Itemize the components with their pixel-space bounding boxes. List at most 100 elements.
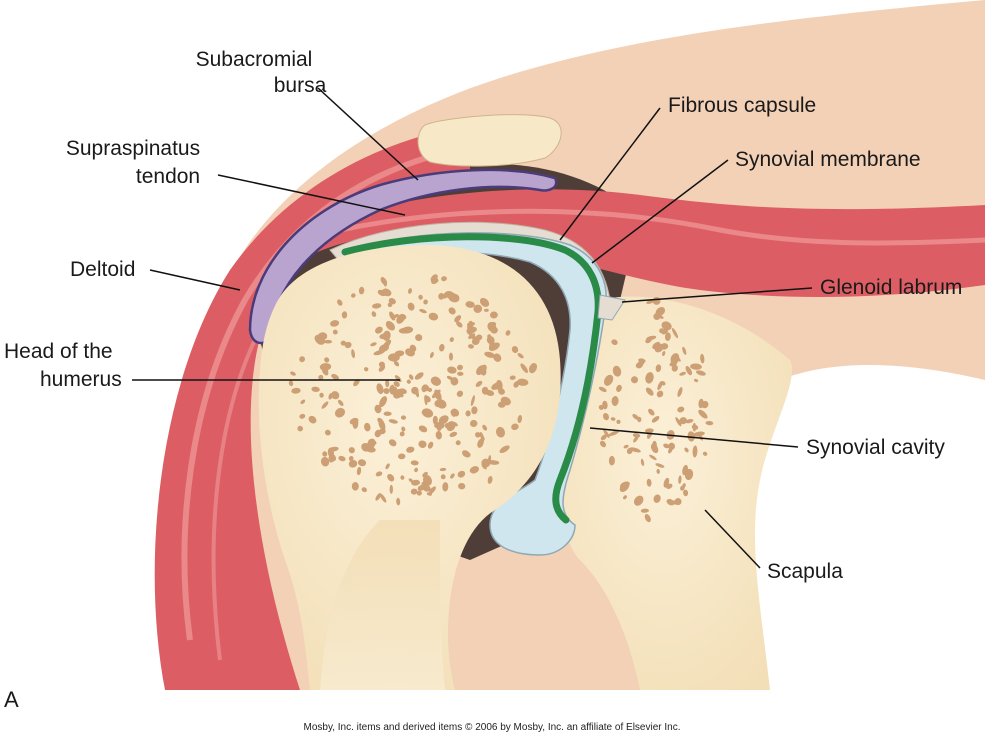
trabecula bbox=[382, 339, 392, 350]
trabecula bbox=[434, 389, 442, 401]
trabecula bbox=[449, 431, 458, 438]
trabecula bbox=[317, 332, 328, 341]
trabecula bbox=[655, 307, 666, 317]
trabecula bbox=[473, 304, 483, 314]
trabecula bbox=[671, 500, 681, 505]
trabecula bbox=[471, 406, 478, 415]
trabecula bbox=[664, 332, 671, 341]
trabecula bbox=[700, 353, 705, 364]
trabecula bbox=[663, 477, 670, 488]
trabecula bbox=[640, 458, 645, 467]
trabecula bbox=[387, 302, 393, 308]
trabecula bbox=[479, 297, 490, 307]
trabecula bbox=[408, 288, 412, 294]
trabecula bbox=[448, 293, 460, 303]
trabecula bbox=[477, 438, 484, 448]
trabecula bbox=[376, 383, 384, 395]
trabecula bbox=[497, 401, 506, 408]
trabecula bbox=[660, 381, 666, 386]
trabecula bbox=[430, 376, 441, 386]
trabecula bbox=[319, 363, 332, 371]
trabecula bbox=[645, 372, 654, 384]
deltoid-muscle-highlight-2 bbox=[211, 319, 267, 661]
trabecula bbox=[611, 396, 619, 406]
leader-supraspinatus-tendon bbox=[217, 174, 406, 216]
trabecula bbox=[424, 395, 431, 403]
trabecula bbox=[357, 459, 367, 467]
synovial-membrane-shape bbox=[341, 233, 602, 524]
trabecula bbox=[456, 321, 463, 328]
trabecula bbox=[616, 419, 621, 425]
trabecula bbox=[464, 452, 471, 458]
trabecula bbox=[481, 386, 489, 395]
trabecula bbox=[380, 493, 387, 503]
trabecula bbox=[692, 445, 698, 458]
scapula-bone bbox=[560, 296, 793, 690]
trabecula bbox=[410, 460, 419, 466]
supraspinatus-highlight bbox=[339, 208, 985, 246]
trabecula bbox=[649, 454, 657, 461]
trabecula bbox=[385, 379, 390, 388]
trabecula bbox=[448, 307, 456, 315]
leader-deltoid bbox=[149, 269, 241, 291]
trabecula bbox=[632, 414, 640, 420]
trabecula bbox=[330, 320, 340, 327]
trabecula bbox=[623, 444, 629, 449]
humerus-shaft-shading bbox=[320, 520, 445, 690]
trabecula bbox=[364, 422, 371, 432]
trabecula bbox=[666, 498, 675, 506]
trabecula bbox=[419, 308, 427, 314]
trabecula bbox=[654, 343, 664, 353]
trabecula bbox=[646, 478, 652, 487]
label-head-humerus-line1: Head of the bbox=[4, 340, 113, 363]
trabecula bbox=[344, 341, 352, 349]
trabecula bbox=[383, 278, 388, 287]
trabecula bbox=[300, 399, 306, 405]
trabecula bbox=[439, 343, 445, 352]
leader-subacromial-bursa bbox=[317, 87, 419, 181]
synovial-cavity-shape bbox=[348, 232, 607, 556]
trabecula bbox=[484, 351, 495, 358]
trabecula bbox=[475, 432, 481, 438]
trabecula bbox=[324, 357, 330, 363]
trabecula bbox=[332, 329, 338, 335]
trabecula bbox=[351, 482, 359, 491]
trabecula bbox=[491, 382, 502, 390]
trabecula bbox=[465, 301, 475, 308]
trabecula bbox=[647, 429, 653, 439]
trabecula bbox=[468, 344, 474, 349]
trabecula bbox=[675, 417, 682, 427]
trabecula bbox=[291, 387, 301, 394]
trabecula bbox=[338, 455, 346, 462]
trabecula bbox=[470, 395, 475, 407]
trabecula bbox=[705, 420, 714, 426]
trabecula bbox=[383, 411, 392, 416]
trabecula bbox=[668, 442, 676, 450]
trabecula bbox=[438, 415, 449, 425]
trabecula bbox=[651, 416, 660, 423]
trabecula bbox=[450, 473, 455, 479]
label-head-humerus-line2: humerus bbox=[40, 368, 122, 391]
trabecula bbox=[683, 489, 689, 497]
trabecula bbox=[450, 377, 459, 386]
trabecula bbox=[410, 488, 418, 495]
trabecula bbox=[691, 424, 699, 430]
leader-synovial-membrane bbox=[591, 159, 729, 264]
trabecula bbox=[610, 417, 616, 421]
trabecula bbox=[626, 447, 633, 455]
trabecula bbox=[387, 473, 395, 482]
trabecula bbox=[608, 430, 620, 437]
trabecula bbox=[337, 399, 344, 406]
trabecula bbox=[428, 486, 436, 495]
trabecula bbox=[320, 456, 330, 467]
trabecula bbox=[457, 470, 466, 478]
trabecula bbox=[374, 404, 382, 414]
trabecula bbox=[383, 387, 390, 395]
trabecula bbox=[698, 398, 704, 409]
trabecula bbox=[693, 378, 699, 383]
trabecula bbox=[393, 360, 400, 367]
trabecula bbox=[656, 390, 664, 398]
trabecula bbox=[520, 363, 528, 373]
trabecula bbox=[401, 426, 406, 432]
